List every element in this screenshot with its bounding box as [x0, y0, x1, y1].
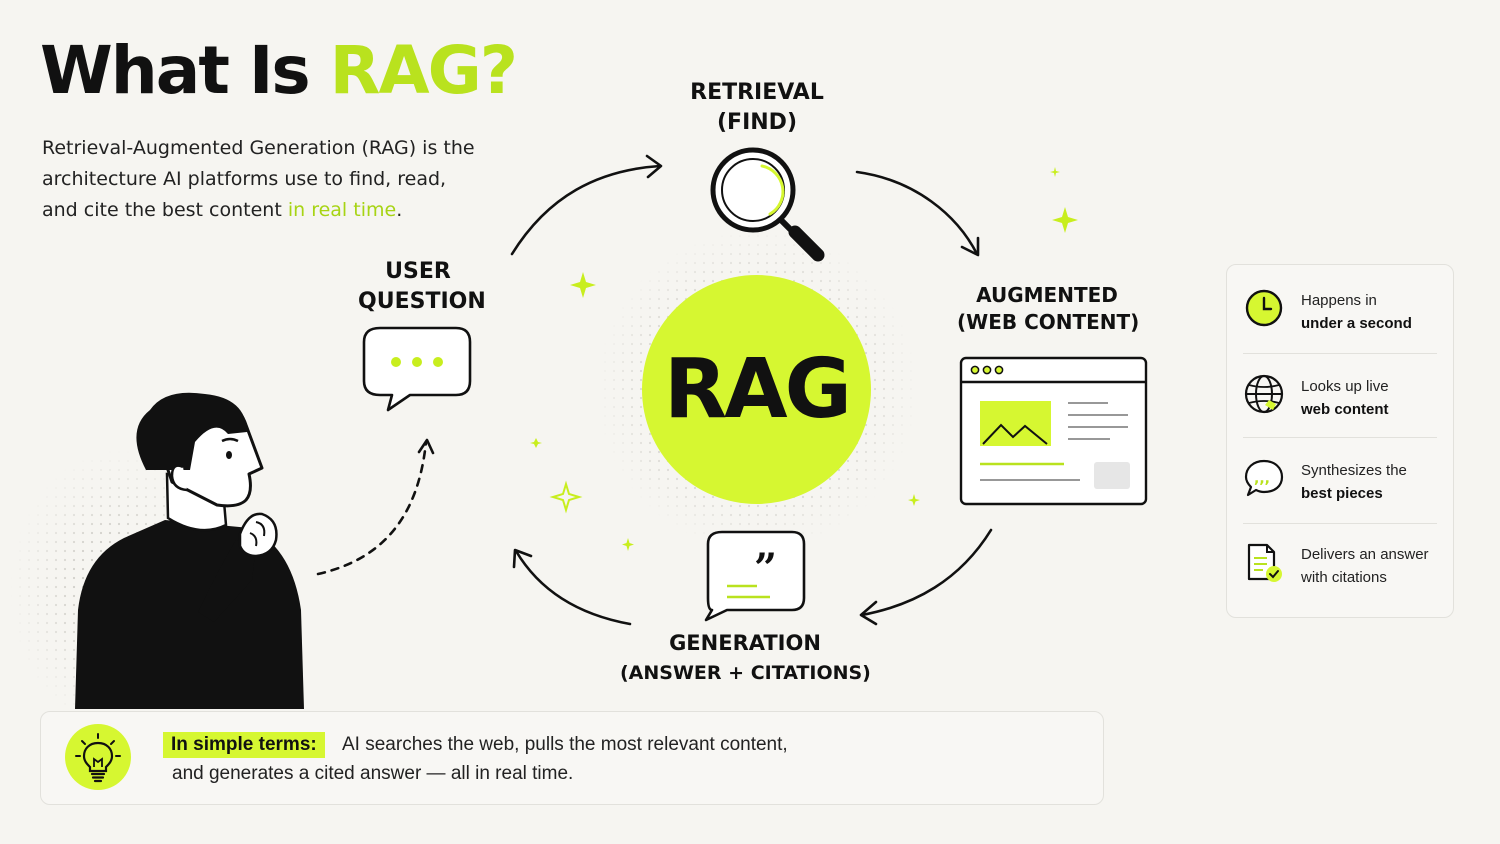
feature-item: Happens in under a second: [1227, 265, 1453, 349]
feature-line2: with citations: [1301, 569, 1387, 586]
intro-line: Retrieval-Augmented Generation (RAG) is …: [42, 137, 475, 159]
step-label-line: GENERATION: [669, 631, 821, 655]
step-label-line: (ANSWER + CITATIONS): [620, 662, 871, 684]
sparkle-icon: [570, 272, 596, 298]
arrow-head: [512, 548, 533, 569]
intro-line: architecture AI platforms use to find, r…: [42, 168, 447, 190]
step-label-line: QUESTION: [358, 289, 486, 314]
step-label-generation: GENERATION (ANSWER + CITATIONS): [620, 628, 871, 688]
document-check-icon: [1247, 543, 1282, 582]
arrow-head: [960, 236, 980, 257]
arrow-generation-to-user: [514, 549, 632, 626]
title-accent: RAG?: [329, 32, 518, 109]
summary-text-line2: and generates a cited answer — all in re…: [172, 763, 574, 784]
magnifier-icon: [710, 147, 825, 262]
speech-bubble-icon: [362, 326, 472, 412]
feature-line1: Looks up live: [1301, 378, 1389, 395]
rag-center-circle: RAG: [642, 275, 871, 504]
step-label-line: AUGMENTED: [976, 283, 1118, 307]
feature-line1: Happens in: [1301, 292, 1377, 309]
intro-highlight: in real time: [287, 199, 397, 221]
lightbulb-icon: [75, 733, 121, 783]
arrow-user-to-retrieval: [510, 164, 662, 256]
page-title: What Is RAG?: [40, 38, 518, 104]
summary-text-line1: AI searches the web, pulls the most rele…: [342, 734, 788, 755]
feature-text: Happens in under a second: [1301, 289, 1412, 335]
sparkle-icon: [1052, 207, 1078, 233]
feature-text: Delivers an answer with citations: [1301, 543, 1429, 589]
step-label-user-question: USER QUESTION: [358, 257, 486, 317]
step-label-retrieval: RETRIEVAL (FIND): [677, 78, 837, 138]
arrow-retrieval-to-augmented: [855, 170, 979, 256]
feature-item: ,,, Synthesizes the best pieces: [1227, 435, 1453, 519]
browser-window-icon: [959, 356, 1148, 506]
chat-quote-icon: ,,,: [1244, 459, 1284, 497]
features-card: Happens in under a second Looks up live …: [1226, 264, 1454, 618]
divider: [1243, 523, 1437, 524]
feature-line1: Delivers an answer: [1301, 546, 1429, 563]
sparkle-outline-icon: [549, 480, 583, 514]
rag-center-label: RAG: [664, 342, 852, 437]
arrow-person-to-question: [316, 440, 428, 576]
svg-text:”: ”: [754, 545, 777, 592]
step-label-augmented: AUGMENTED (WEB CONTENT): [957, 282, 1140, 336]
arrow-augmented-to-generation: [860, 528, 993, 617]
intro-line3-end: .: [396, 199, 403, 221]
sparkle-icon: [908, 494, 920, 506]
feature-line1: Synthesizes the: [1301, 462, 1407, 479]
intro-line3-text: and cite the best content: [42, 199, 288, 221]
divider: [1243, 353, 1437, 354]
feature-item: Looks up live web content: [1227, 351, 1453, 435]
step-label-line: (WEB CONTENT): [957, 310, 1140, 334]
thinking-person-illustration: [75, 392, 304, 709]
feature-line2: web content: [1301, 401, 1389, 418]
summary-icon-badge: [65, 724, 131, 790]
sparkle-decorations: [530, 167, 1078, 551]
clock-icon: [1245, 289, 1283, 327]
divider: [1243, 437, 1437, 438]
arrow-head: [645, 154, 663, 179]
summary-label: In simple terms:: [163, 732, 325, 758]
summary-box: In simple terms: AI searches the web, pu…: [40, 711, 1104, 805]
title-prefix: What Is: [40, 32, 330, 109]
sparkle-icon: [622, 538, 634, 551]
sparkle-icon: [530, 438, 542, 448]
step-label-line: USER: [385, 259, 451, 284]
feature-item: Delivers an answer with citations: [1227, 519, 1453, 603]
feature-text: Looks up live web content: [1301, 375, 1389, 421]
arrow-head: [859, 600, 878, 626]
arrow-head: [417, 438, 435, 455]
feature-text: Synthesizes the best pieces: [1301, 459, 1407, 505]
intro-paragraph: Retrieval-Augmented Generation (RAG) is …: [42, 133, 502, 226]
feature-line2: best pieces: [1301, 485, 1383, 502]
quote-bubble-icon: ”: [704, 530, 806, 622]
svg-text:,,,: ,,,: [1254, 471, 1270, 487]
feature-line2: under a second: [1301, 315, 1412, 332]
step-label-line: (FIND): [717, 110, 797, 135]
globe-icon: [1244, 374, 1284, 414]
sparkle-icon: [1050, 167, 1060, 177]
step-label-line: RETRIEVAL: [690, 80, 824, 105]
intro-line: and cite the best content in real time.: [42, 195, 502, 226]
